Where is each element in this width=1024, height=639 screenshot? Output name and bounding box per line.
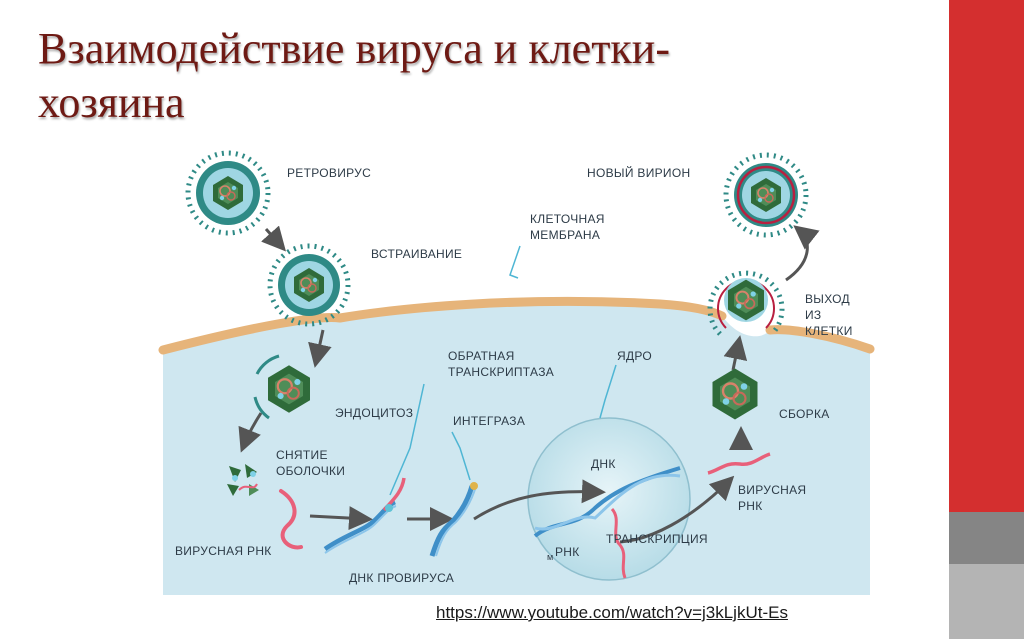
label-exit-line3: КЛЕТКИ: [805, 324, 853, 338]
label-assembly: СБОРКА: [779, 407, 830, 421]
label-insertion: ВСТРАИВАНИЕ: [371, 247, 462, 261]
label-exit-line1: ВЫХОД: [805, 292, 850, 306]
label-rt-line2: ТРАНСКРИПТАЗА: [448, 365, 554, 379]
reverse-transcriptase-enzyme: [385, 504, 393, 512]
label-viral-rna-left: ВИРУСНАЯ РНК: [175, 544, 272, 558]
label-dna: ДНК: [591, 457, 616, 471]
label-viral-rna-right-line2: РНК: [738, 499, 763, 513]
retrovirus-particle: [188, 153, 268, 233]
new-virion: [726, 155, 806, 235]
arrow-retrovirus-to-insertion: [266, 229, 282, 247]
label-membrane-line1: КЛЕТОЧНАЯ: [530, 212, 605, 226]
arrow-exit-to-new-virion: [786, 229, 807, 280]
label-mrna: РНК: [555, 545, 580, 559]
membrane-leader-line: [510, 246, 520, 278]
label-exit-line2: ИЗ: [805, 308, 821, 322]
label-retrovirus: РЕТРОВИРУС: [287, 166, 371, 180]
label-provirus-dna: ДНК ПРОВИРУСА: [349, 571, 454, 585]
label-mrna-subscript: м: [547, 552, 554, 562]
label-integrase: ИНТЕГРАЗА: [453, 414, 525, 428]
label-transcription: ТРАНСКРИПЦИЯ: [606, 532, 708, 546]
integrase-enzyme: [470, 482, 478, 490]
label-membrane-line2: МЕМБРАНА: [530, 228, 600, 242]
label-uncoat-line2: ОБОЛОЧКИ: [276, 464, 345, 478]
label-viral-rna-right-line1: ВИРУСНАЯ: [738, 483, 806, 497]
label-nucleus: ЯДРО: [617, 349, 652, 363]
inserting-virus-particle: [270, 246, 348, 324]
label-new-virion: НОВЫЙ ВИРИОН: [587, 165, 690, 180]
youtube-link[interactable]: https://www.youtube.com/watch?v=j3kLjkUt…: [436, 603, 788, 623]
label-uncoat-line1: СНЯТИЕ: [276, 448, 328, 462]
label-rt-line1: ОБРАТНАЯ: [448, 349, 515, 363]
label-endocytosis: ЭНДОЦИТОЗ: [335, 406, 413, 420]
